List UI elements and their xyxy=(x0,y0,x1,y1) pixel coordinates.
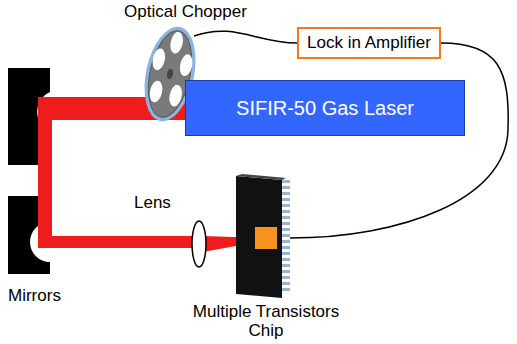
chip-package xyxy=(232,172,292,300)
transistor-chip: Multiple Transistors Chip xyxy=(232,172,292,300)
lock-in-amplifier-box: Lock in Amplifier xyxy=(297,27,441,59)
mirrors-label: Mirrors xyxy=(8,286,61,306)
box-label: SIFIR-50 Gas Laser xyxy=(236,97,414,120)
laser-beam xyxy=(38,108,52,248)
lens-symbol xyxy=(192,221,206,267)
lens-label: Lens xyxy=(134,193,171,213)
gas-laser-box: SIFIR-50 Gas Laser xyxy=(185,80,465,136)
signal-wire xyxy=(194,31,297,43)
box-label: Lock in Amplifier xyxy=(307,33,431,53)
signal-wire xyxy=(290,43,508,238)
chip-label: Multiple Transistors Chip xyxy=(180,302,352,340)
chopper-label: Optical Chopper xyxy=(124,2,247,22)
laser-beam xyxy=(38,236,200,248)
